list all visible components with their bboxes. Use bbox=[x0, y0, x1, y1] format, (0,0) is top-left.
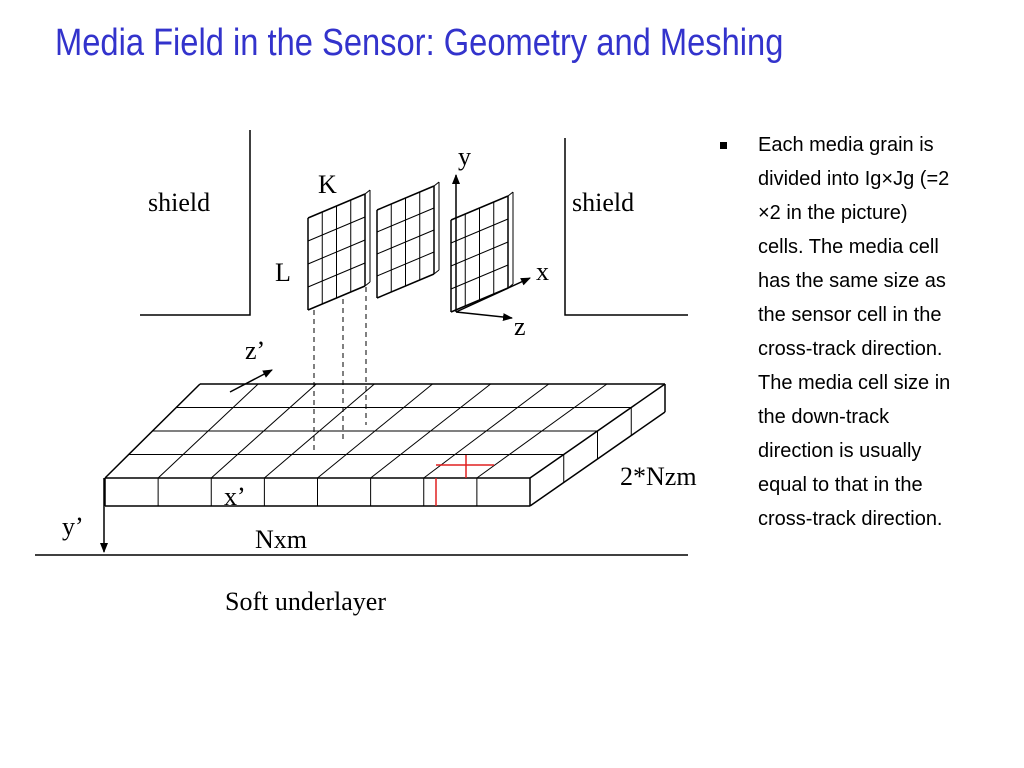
description-line: ×2 in the picture) bbox=[758, 202, 908, 224]
nxm-label: Nxm bbox=[255, 525, 307, 554]
description-line: the sensor cell in the bbox=[758, 304, 942, 326]
description-line: divided into Ig×Jg (=2 bbox=[758, 168, 950, 190]
description-line: direction is usually bbox=[758, 440, 922, 462]
z-prime-axis-label: z’ bbox=[245, 336, 265, 365]
y-prime-axis-label: y’ bbox=[62, 512, 84, 541]
highlighted-media-cell bbox=[435, 455, 494, 506]
z-prime-axis-arrow bbox=[229, 369, 273, 393]
right-shield bbox=[564, 138, 688, 316]
grid-l-label: L bbox=[275, 258, 291, 287]
description-line: cross-track direction. bbox=[758, 338, 943, 360]
shield-left-label: shield bbox=[148, 188, 210, 217]
x-axis-label: x bbox=[536, 257, 549, 286]
description-line: cells. The media cell bbox=[758, 236, 939, 258]
description-line: The media cell size in bbox=[758, 372, 951, 394]
slide-title: Media Field in the Sensor: Geometry and … bbox=[55, 22, 784, 64]
x-axis-arrow bbox=[455, 277, 531, 313]
grid-k-label: K bbox=[318, 170, 337, 199]
projection-lines bbox=[313, 287, 367, 450]
z-axis-label: z bbox=[514, 312, 526, 341]
sensor-cell-grid-left bbox=[307, 189, 371, 311]
description-line: equal to that in the bbox=[758, 474, 923, 496]
nzm-label: 2*Nzm bbox=[620, 462, 697, 491]
y-axis-label: y bbox=[458, 142, 471, 171]
description-line: the down-track bbox=[758, 406, 890, 428]
sensor-cell-grid-right bbox=[450, 191, 514, 313]
x-prime-axis-label: x’ bbox=[224, 482, 246, 511]
soft-underlayer-label: Soft underlayer bbox=[225, 587, 386, 616]
z-axis-arrow bbox=[455, 311, 513, 322]
description-text: Each media grain is divided into Ig×Jg (=… bbox=[758, 128, 1018, 536]
description-bullet: Each media grain is divided into Ig×Jg (=… bbox=[718, 128, 1018, 536]
description-line: has the same size as bbox=[758, 270, 946, 292]
description-line: Each media grain is bbox=[758, 134, 934, 156]
bullet-marker-icon bbox=[720, 142, 727, 149]
shield-right-label: shield bbox=[572, 188, 634, 217]
sensor-cell-grid-middle bbox=[376, 181, 440, 299]
description-line: cross-track direction. bbox=[758, 508, 943, 530]
left-shield bbox=[140, 130, 251, 316]
media-slab bbox=[104, 383, 666, 507]
